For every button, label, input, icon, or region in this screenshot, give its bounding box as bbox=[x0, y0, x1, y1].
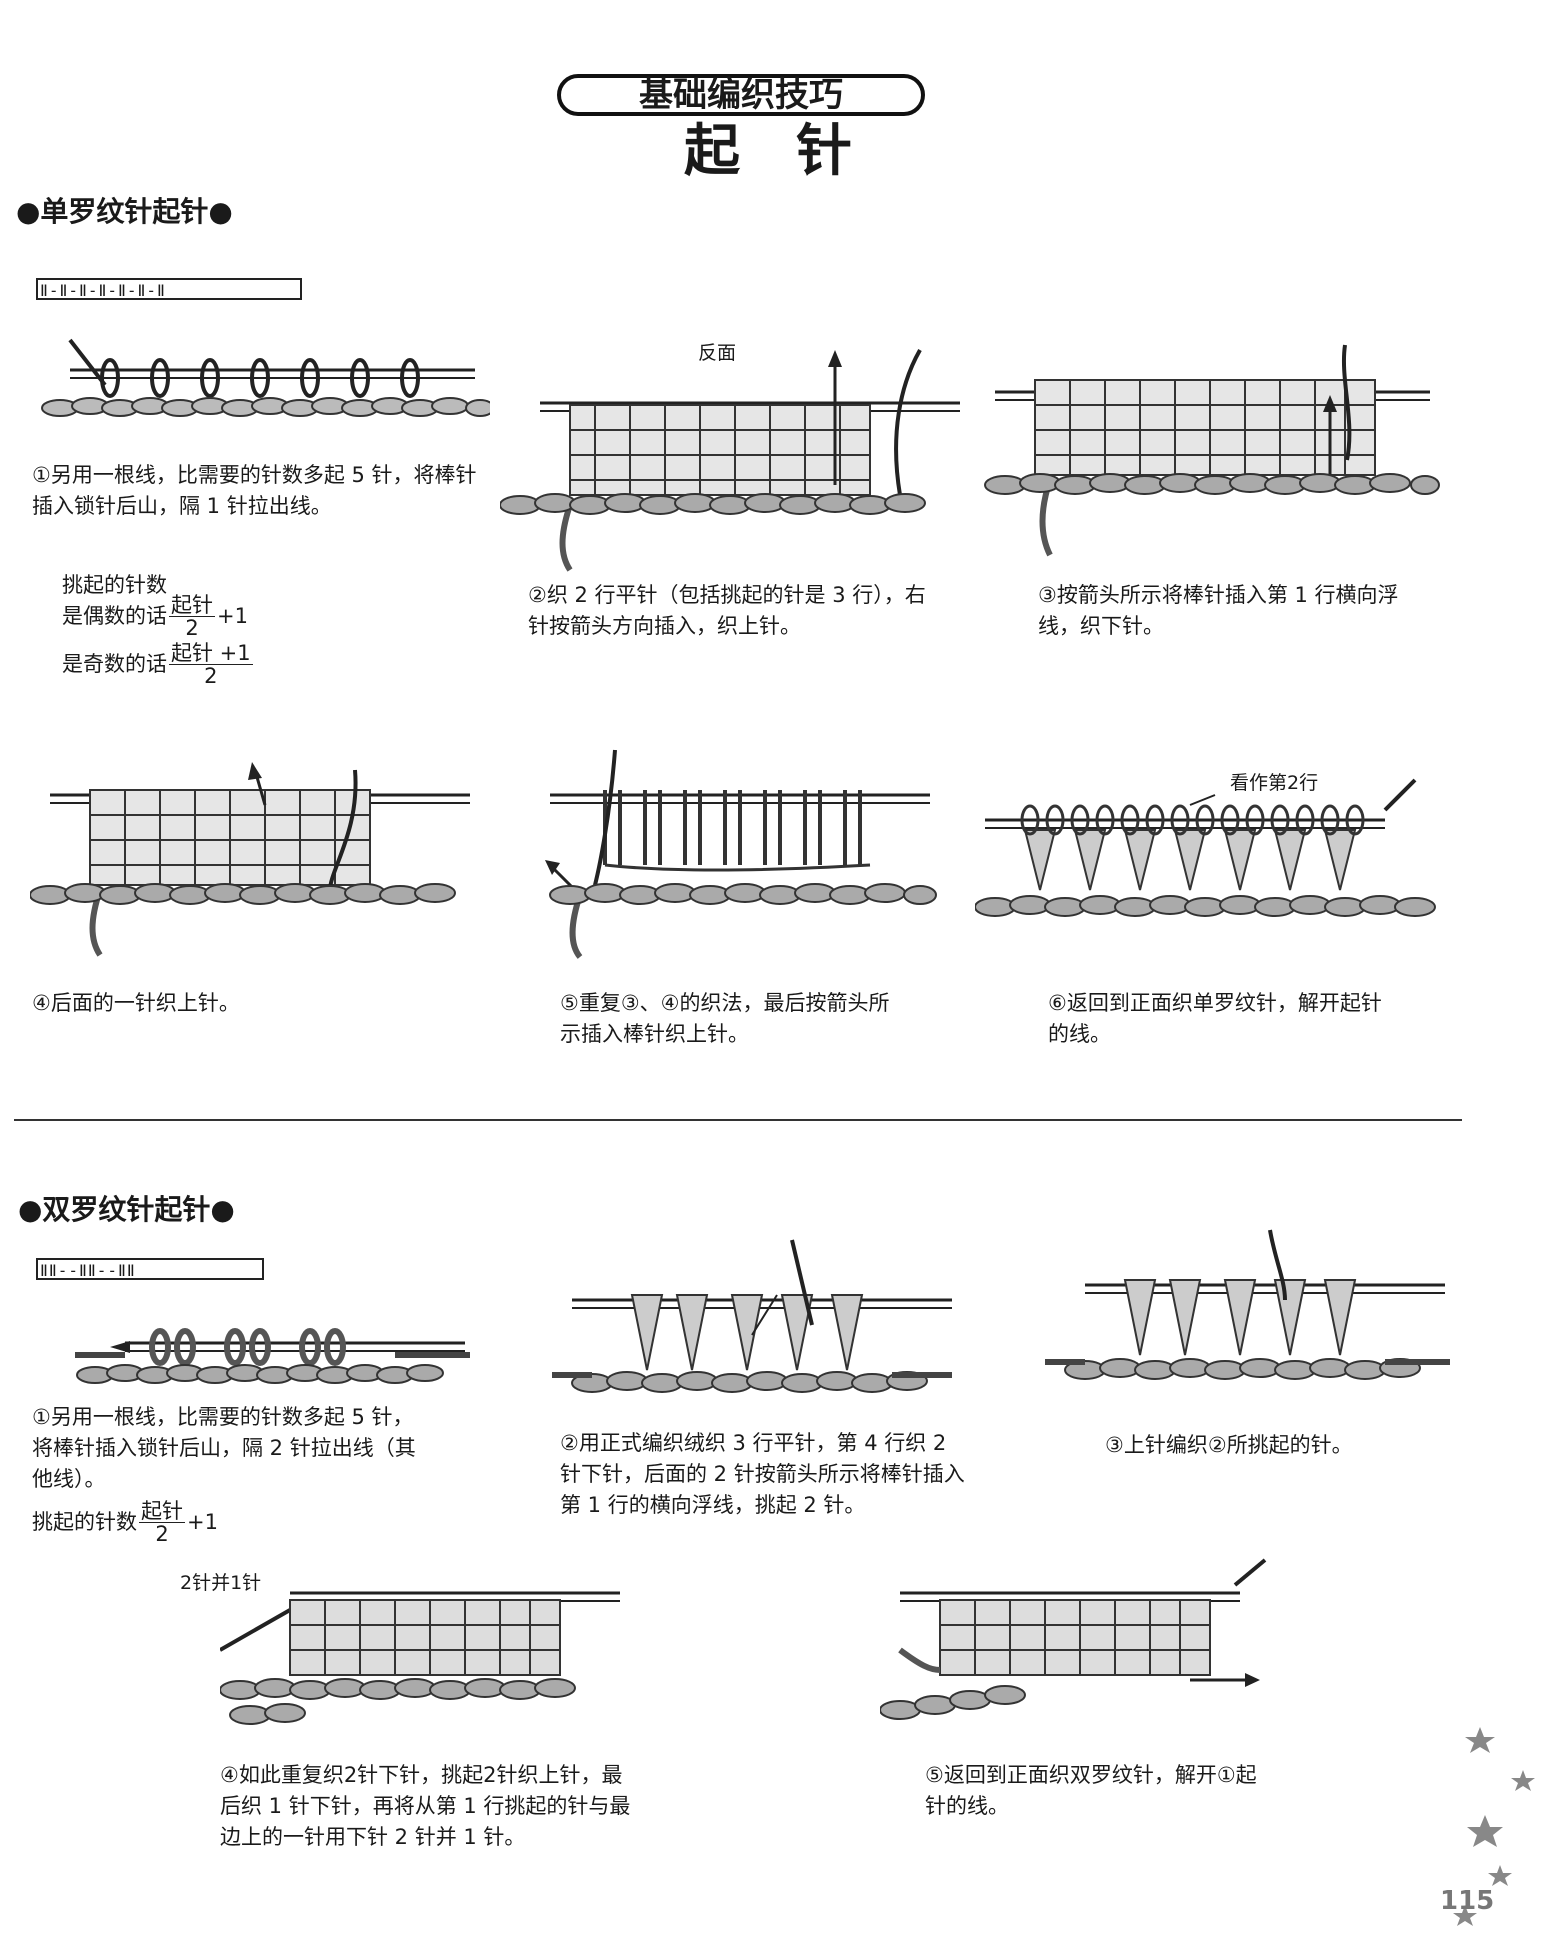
section1-symbol-chart: Ⅱ-Ⅱ-Ⅱ-Ⅱ-Ⅱ-Ⅱ-Ⅱ bbox=[36, 278, 302, 300]
star-icon bbox=[1453, 1905, 1477, 1926]
s2-formula-suffix: +1 bbox=[187, 1510, 218, 1534]
s2-formula-fraction: 起针 2 bbox=[139, 1500, 185, 1545]
s1-step5-caption: ⑤重复③、④的织法，最后按箭头所示插入棒针织上针。 bbox=[560, 991, 890, 1046]
s1-label-treat-as-row2: 看作第2行 bbox=[1230, 772, 1319, 794]
s1-step6-caption: ⑥返回到正面织单罗纹针，解开起针的线。 bbox=[1048, 991, 1382, 1046]
s1-formula-odd-num: 起针 +1 bbox=[169, 641, 253, 665]
s1-step1-caption: ①另用一根线，比需要的针数多起 5 针，将棒针插入锁针后山，隔 1 针拉出线。 bbox=[32, 463, 477, 518]
s1-diagram-3 bbox=[984, 344, 1440, 557]
section-divider bbox=[14, 1119, 1462, 1121]
s2-formula: 挑起的针数 起针 2 +1 bbox=[32, 1500, 218, 1545]
s2-formula-num: 起针 bbox=[139, 1499, 185, 1523]
page-title: 起针 bbox=[684, 119, 908, 184]
s2-step4-caption: ④如此重复织2针下针，挑起2针织上针，最后织 1 针下针，再将从第 1 行挑起的… bbox=[220, 1763, 631, 1849]
s1-formula-odd: 是奇数的话 起针 +1 2 bbox=[62, 642, 255, 687]
star-icon bbox=[1465, 1727, 1495, 1753]
star-icon bbox=[1511, 1770, 1535, 1791]
s1-diagram-6 bbox=[975, 778, 1436, 917]
s2-step2-caption: ②用正式编织绒织 3 行平针，第 4 行织 2 针下针，后面的 2 针按箭头所示… bbox=[560, 1431, 965, 1517]
s1-step2-caption: ②织 2 行平针（包括挑起的针是 3 行），右针按箭头方向插入，织上针。 bbox=[528, 583, 926, 638]
star-icon bbox=[1488, 1865, 1512, 1886]
section2-title: ●双罗纹针起针● bbox=[18, 1193, 235, 1226]
s1-formula-line1: 挑起的针数 bbox=[62, 573, 167, 597]
s2-diagram-4 bbox=[220, 1591, 620, 1725]
s2-step1-caption: ①另用一根线，比需要的针数多起 5 针，将棒针插入锁针后山，隔 2 针拉出线（其… bbox=[32, 1405, 416, 1491]
s1-diagram-2 bbox=[500, 349, 960, 572]
s1-step3-caption: ③按箭头所示将棒针插入第 1 行横向浮线，织下针。 bbox=[1038, 583, 1399, 638]
s1-formula-even-prefix: 是偶数的话 bbox=[62, 604, 167, 628]
s2-label-k2tog: 2针并1针 bbox=[180, 1572, 262, 1594]
s1-formula-odd-prefix: 是奇数的话 bbox=[62, 652, 167, 676]
section2-symbol-chart: ⅡⅡ--ⅡⅡ--ⅡⅡ bbox=[36, 1258, 264, 1280]
s1-formula-odd-den: 2 bbox=[204, 664, 218, 688]
header-subtitle-pill: 基础编织技巧 bbox=[557, 74, 925, 116]
s1-label-reverse-side: 反面 bbox=[698, 342, 737, 364]
decorative-stars bbox=[1453, 1727, 1535, 1926]
s2-step5-caption: ⑤返回到正面织双罗纹针，解开①起针的线。 bbox=[925, 1763, 1257, 1818]
s1-step4-caption: ④后面的一针织上针。 bbox=[32, 991, 240, 1015]
s2-diagram-1 bbox=[75, 1328, 470, 1384]
header-subtitle: 基础编织技巧 bbox=[639, 75, 843, 115]
page-number: 115 bbox=[1440, 1886, 1495, 1916]
s1-formula-even: 是偶数的话 起针 2 +1 bbox=[62, 594, 248, 639]
s2-formula-prefix: 挑起的针数 bbox=[32, 1510, 137, 1534]
s2-diagram-2 bbox=[552, 1239, 952, 1393]
s1-formula-even-fraction: 起针 2 bbox=[169, 594, 215, 639]
s1-diagram-1 bbox=[41, 338, 490, 417]
s1-formula-even-den: 2 bbox=[185, 616, 199, 640]
s2-formula-den: 2 bbox=[155, 1522, 169, 1546]
section1-title: ●单罗纹针起针● bbox=[16, 195, 233, 228]
s2-step3-caption: ③上针编织②所挑起的针。 bbox=[1105, 1433, 1353, 1457]
s1-formula-odd-fraction: 起针 +1 2 bbox=[169, 642, 253, 687]
s1-formula-even-num: 起针 bbox=[169, 593, 215, 617]
s1-diagram-4 bbox=[30, 762, 470, 957]
s1-formula-even-suffix: +1 bbox=[217, 604, 248, 628]
s2-diagram-5 bbox=[880, 1558, 1267, 1720]
s2-diagram-3 bbox=[1045, 1229, 1450, 1380]
star-icon bbox=[1467, 1815, 1503, 1847]
s1-diagram-5 bbox=[545, 749, 937, 959]
